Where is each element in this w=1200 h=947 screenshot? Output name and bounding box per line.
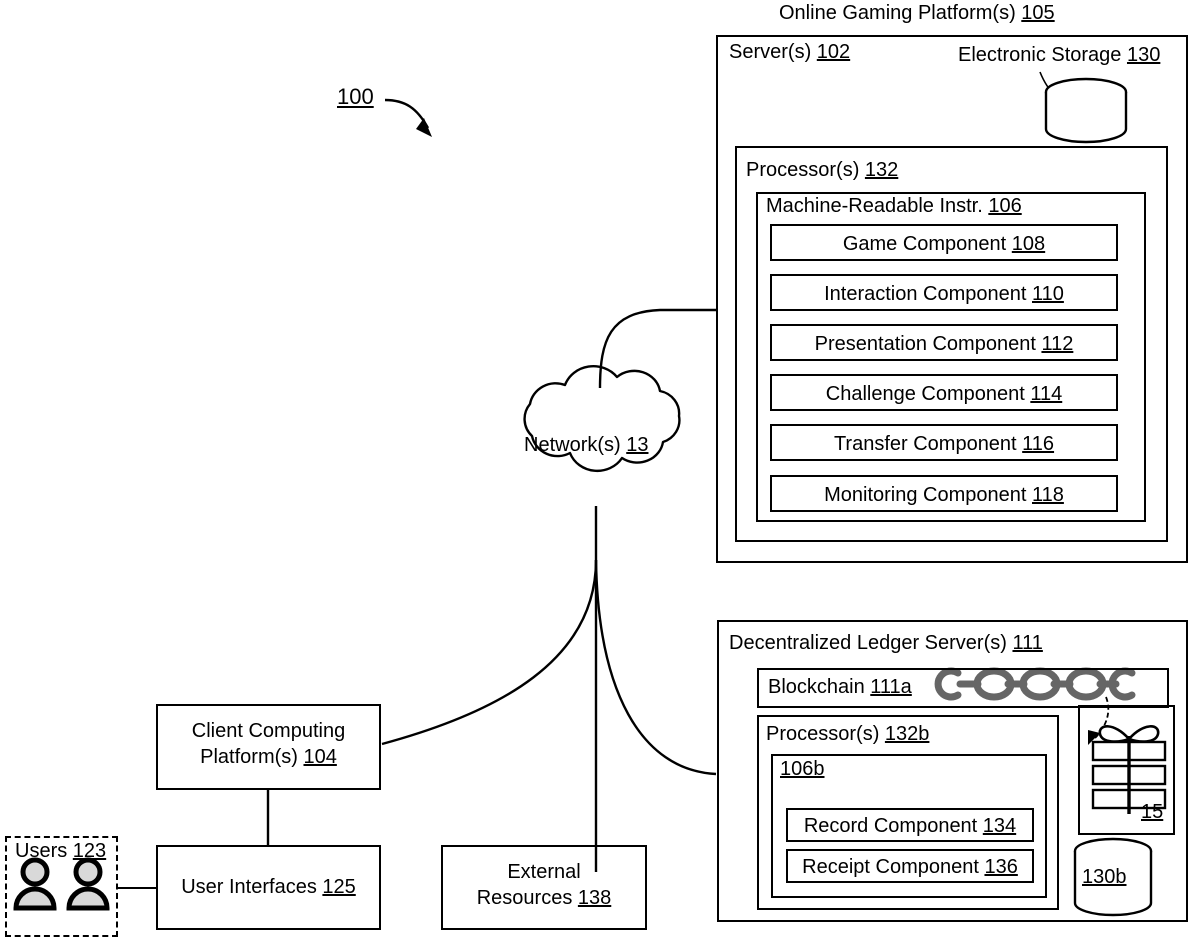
- online-gaming-platform-title-text: Online Gaming Platform(s): [779, 2, 1022, 24]
- record-component-label: Record Component 134: [788, 815, 1032, 839]
- decentralized-ledger-server-box: [717, 620, 1188, 922]
- ledger-instructions-label: 106b: [780, 758, 825, 780]
- monitoring-component-ref: 118: [1032, 484, 1064, 506]
- presentation-component-ref: 112: [1041, 333, 1074, 355]
- link-cloud-to-server: [598, 308, 716, 389]
- decentralized-ledger-server-label-ref: 111: [1012, 632, 1043, 654]
- presentation-component-label: Presentation Component 112: [772, 333, 1116, 357]
- record-component-ref: 134: [982, 815, 1017, 837]
- electronic-storage-label-text: Electronic Storage: [958, 44, 1127, 66]
- user-interfaces-label-text: User Interfaces: [181, 876, 323, 898]
- external-resources-line2-ref: 138: [577, 886, 612, 909]
- challenge-component-ref: 114: [1030, 383, 1063, 405]
- interaction-component-ref: 110: [1032, 283, 1064, 305]
- blockchain-label-ref: 111a: [870, 676, 912, 698]
- ledger-instructions-box: [771, 754, 1047, 898]
- game-component-name: Game Component: [842, 233, 1012, 255]
- processor-label-text: Processor(s): [746, 159, 865, 181]
- challenge-component-name: Challenge Component: [825, 383, 1031, 405]
- receipt-component-name: Receipt Component: [802, 856, 985, 878]
- machine-readable-instructions-label: Machine-Readable Instr. 106: [766, 195, 1022, 219]
- machine-readable-instructions-label-ref: 106: [988, 195, 1022, 217]
- electronic-storage-label-ref: 130: [1126, 44, 1161, 66]
- external-resources-box[interactable]: External Resources 138: [441, 845, 647, 930]
- processor-label: Processor(s) 132: [746, 159, 898, 183]
- decentralized-ledger-server-label: Decentralized Ledger Server(s) 111: [729, 632, 1043, 656]
- interaction-component-label: Interaction Component 110: [772, 283, 1116, 307]
- users-label-text: Users: [15, 840, 73, 862]
- receipt-component-label: Receipt Component 136: [788, 856, 1032, 880]
- receipt-component-ref: 136: [984, 856, 1018, 878]
- presentation-component-box[interactable]: Presentation Component 112: [770, 324, 1118, 361]
- transfer-component-ref: 116: [1022, 433, 1055, 455]
- user-interfaces-label: User Interfaces 125: [158, 876, 379, 900]
- online-gaming-platform-title-ref: 105: [1021, 2, 1055, 24]
- record-component-name: Record Component: [803, 815, 983, 837]
- online-gaming-platform-title: Online Gaming Platform(s) 105: [779, 2, 1055, 26]
- game-component-label: Game Component 108: [772, 233, 1116, 257]
- game-component-ref: 108: [1011, 233, 1046, 255]
- processor-box: [735, 146, 1168, 542]
- challenge-component-label: Challenge Component 114: [772, 383, 1116, 407]
- network-label-text: Network(s): [524, 434, 627, 456]
- user-interfaces-label-ref: 125: [322, 876, 356, 898]
- electronic-storage-label: Electronic Storage 130: [958, 44, 1160, 68]
- external-resources-label: External Resources 138: [443, 860, 645, 911]
- ledger-processor-label-text: Processor(s): [766, 723, 885, 745]
- blockchain-box[interactable]: [757, 668, 1169, 708]
- user-interfaces-box[interactable]: User Interfaces 125: [156, 845, 381, 930]
- link-cloud-to-client: [381, 559, 598, 746]
- client-computing-platform-label: Client Computing Platform(s) 104: [158, 719, 379, 770]
- monitoring-component-box[interactable]: Monitoring Component 118: [770, 475, 1118, 512]
- users-box: [5, 836, 118, 937]
- network-label: Network(s) 13: [524, 434, 648, 458]
- monitoring-component-label: Monitoring Component 118: [772, 484, 1116, 508]
- monitoring-component-name: Monitoring Component: [824, 484, 1032, 506]
- receipt-component-box[interactable]: Receipt Component 136: [786, 849, 1034, 883]
- presentation-component-name: Presentation Component: [814, 333, 1042, 355]
- figure-reference-arrow-icon: [384, 98, 432, 137]
- client-computing-platform-line2-ref: 104: [303, 745, 337, 768]
- client-computing-platform-box[interactable]: Client Computing Platform(s) 104: [156, 704, 381, 790]
- machine-readable-instructions-box: [756, 192, 1146, 522]
- transfer-component-box[interactable]: Transfer Component 116: [770, 424, 1118, 461]
- network-label-ref: 13: [626, 434, 649, 456]
- gift-item-box: [1078, 705, 1175, 835]
- decentralized-ledger-server-label-text: Decentralized Ledger Server(s): [729, 632, 1013, 654]
- server-label: Server(s) 102: [729, 41, 850, 65]
- users-label-ref: 123: [72, 840, 107, 862]
- ledger-storage-label: 130b: [1082, 866, 1127, 888]
- figure-reference-numeral: 100: [337, 84, 374, 109]
- gift-item-ref-label: 15: [1141, 801, 1164, 823]
- ledger-processor-label-ref: 132b: [884, 723, 930, 745]
- external-resources-line2-text: Resources: [476, 886, 578, 909]
- game-component-box[interactable]: Game Component 108: [770, 224, 1118, 261]
- server-label-ref: 102: [816, 41, 851, 63]
- client-computing-platform-line2-text: Platform(s): [200, 745, 304, 768]
- server-box: [716, 35, 1188, 563]
- link-cloud-to-ledger: [594, 559, 717, 776]
- processor-label-ref: 132: [864, 159, 899, 181]
- blockchain-label: Blockchain 111a: [768, 676, 912, 700]
- users-label: Users 123: [15, 840, 106, 864]
- ledger-processor-label: Processor(s) 132b: [766, 723, 929, 747]
- transfer-component-label: Transfer Component 116: [772, 433, 1116, 457]
- machine-readable-instructions-label-text: Machine-Readable Instr.: [766, 195, 989, 217]
- blockchain-label-text: Blockchain: [768, 676, 871, 698]
- ledger-processor-box: [757, 715, 1059, 910]
- client-computing-platform-line1: Client Computing: [191, 720, 346, 742]
- transfer-component-name: Transfer Component: [833, 433, 1023, 455]
- challenge-component-box[interactable]: Challenge Component 114: [770, 374, 1118, 411]
- record-component-box[interactable]: Record Component 134: [786, 808, 1034, 842]
- external-resources-line1: External: [507, 861, 581, 883]
- interaction-component-name: Interaction Component: [824, 283, 1032, 305]
- interaction-component-box[interactable]: Interaction Component 110: [770, 274, 1118, 311]
- server-label-text: Server(s): [729, 41, 817, 63]
